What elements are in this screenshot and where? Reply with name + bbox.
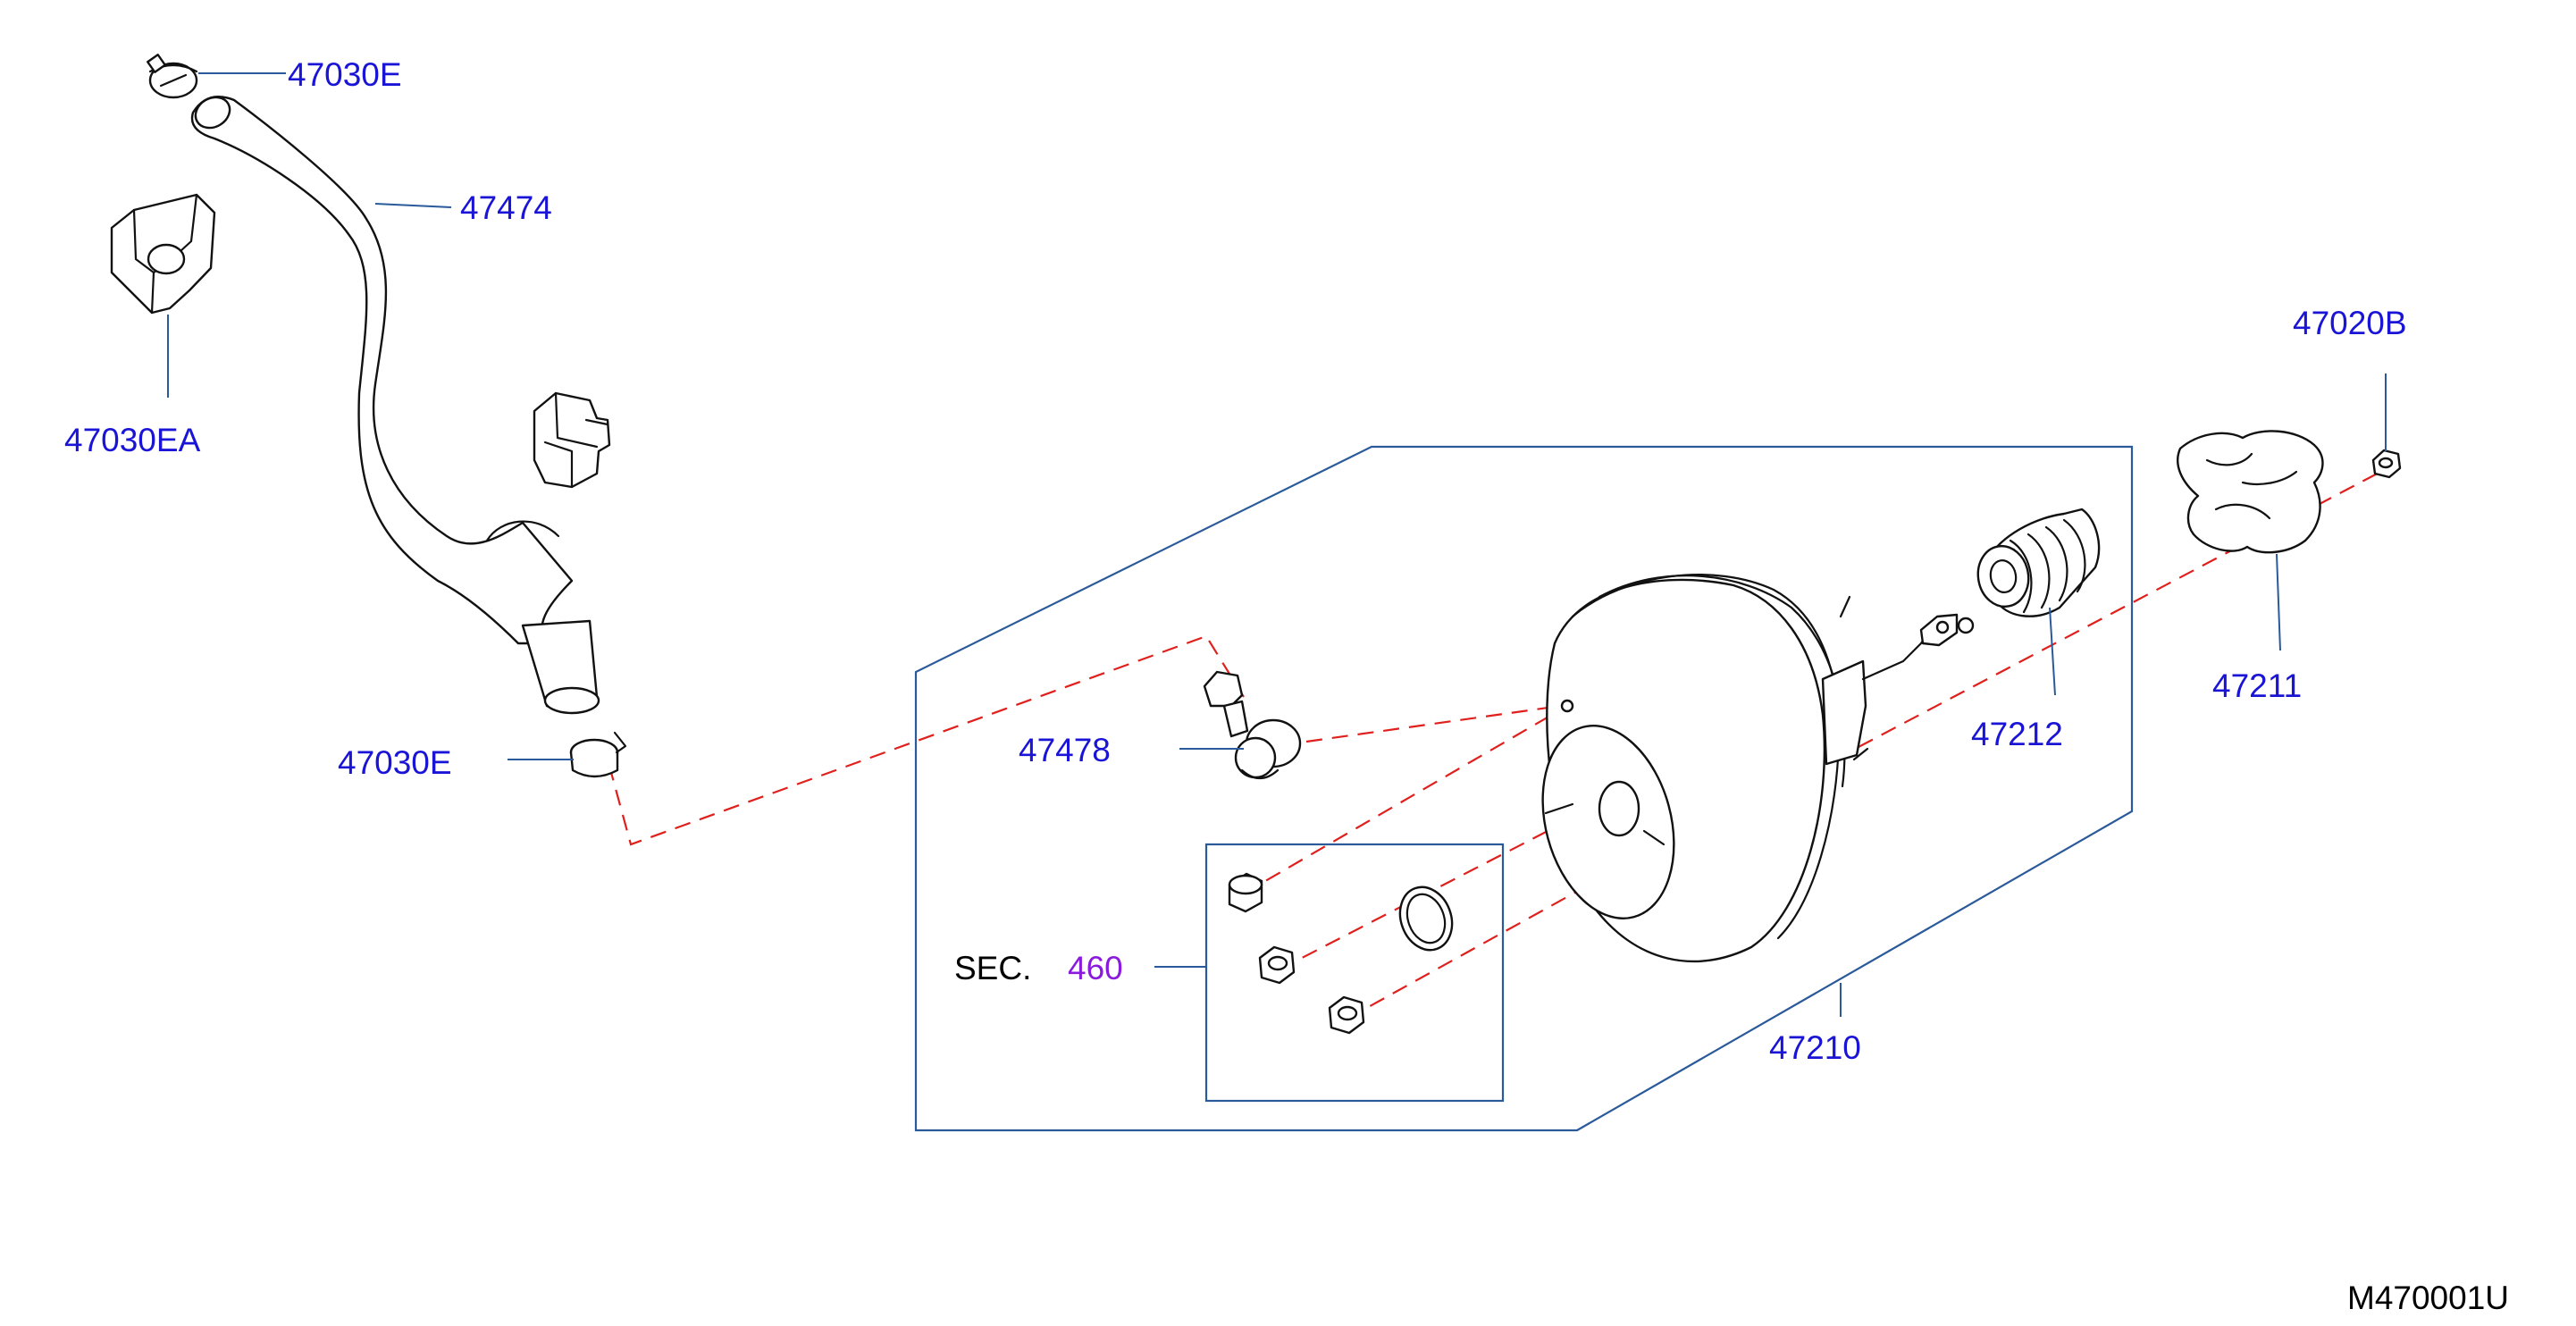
- booster-assembly-frame: [914, 445, 2134, 1132]
- label-clamp-bottom: 47030E: [338, 744, 452, 781]
- hose-part: [190, 96, 600, 715]
- diagram-code: M470001U: [2347, 1280, 2509, 1316]
- o-ring-part: [1398, 885, 1454, 952]
- section-number-link[interactable]: 460: [1068, 950, 1123, 986]
- valve-to-booster-path: [1305, 703, 1568, 743]
- nut-path-2: [1347, 852, 1647, 1020]
- hose-to-valve-path: [600, 634, 1245, 846]
- label-booster: 47210: [1769, 1029, 1861, 1066]
- clamp-top-part: [147, 54, 198, 99]
- section-prefix: SEC.: [954, 950, 1031, 986]
- label-bracket-clip: 47030EA: [64, 422, 201, 458]
- leader-lines: [167, 72, 2387, 1017]
- sec-460-frame: [1204, 843, 1505, 1103]
- assembly-path-lines: [600, 468, 2387, 1020]
- label-clamp-top: 47030E: [288, 56, 402, 93]
- label-nut: 47020B: [2293, 305, 2407, 341]
- brake-booster-part: [1541, 574, 1975, 963]
- boot-part: [1976, 508, 2101, 617]
- label-check-valve: 47478: [1019, 732, 1111, 768]
- label-hose: 47474: [460, 189, 552, 226]
- check-valve-part: [1203, 670, 1302, 780]
- nut-path-1: [1279, 799, 1609, 970]
- bracket-clip-part: [110, 193, 216, 315]
- label-gasket: 47211: [2212, 667, 2302, 704]
- nut-part-2: [1328, 995, 1365, 1035]
- nut-part-1: [1258, 945, 1296, 985]
- label-boot: 47212: [1971, 716, 2063, 752]
- connector-part: [533, 391, 611, 489]
- nut-47020b-part: [2371, 449, 2402, 479]
- washer-part: [1228, 872, 1263, 913]
- washer-path: [1243, 705, 1568, 894]
- gasket-part: [2177, 430, 2324, 554]
- clamp-bottom-part: [569, 731, 627, 778]
